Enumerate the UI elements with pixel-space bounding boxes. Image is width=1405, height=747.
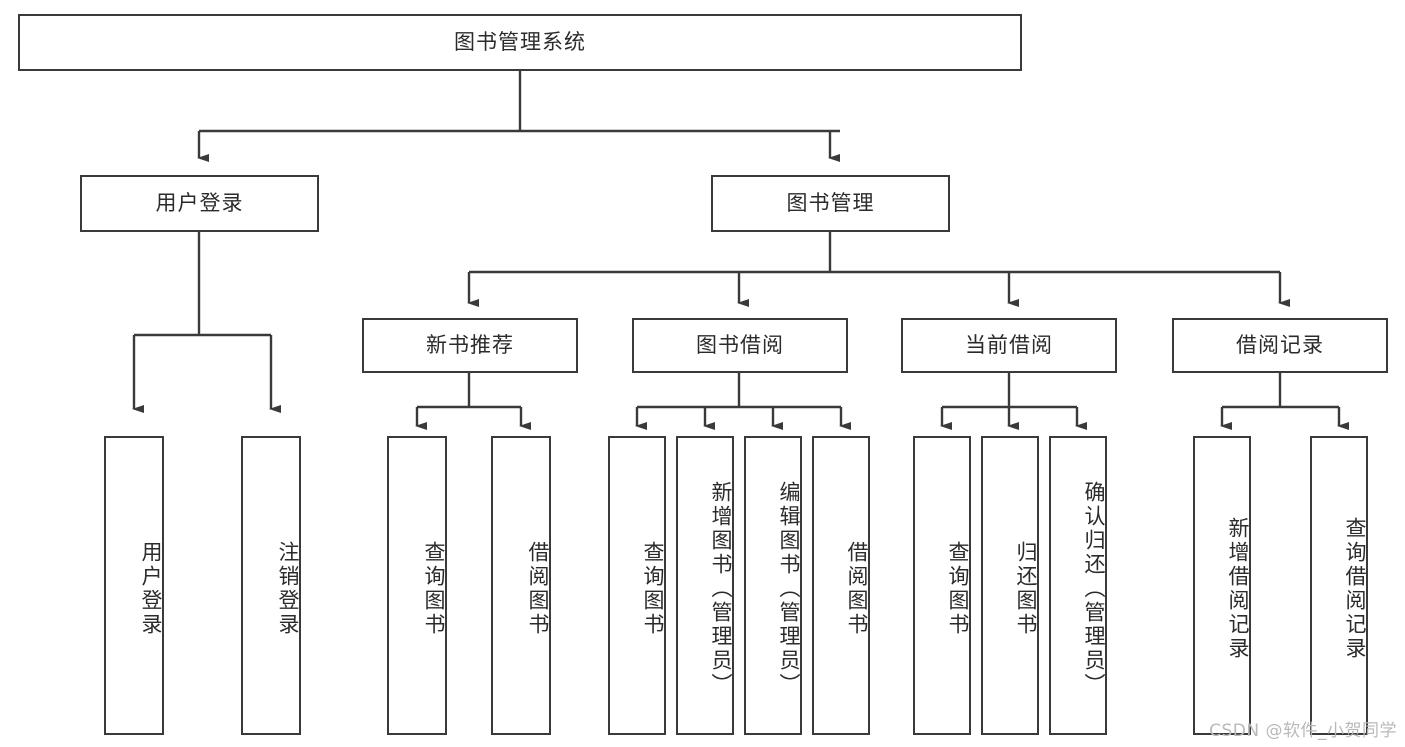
- leaf-label: 编辑图书（管理员）: [777, 480, 801, 697]
- leaf-current-query-book[interactable]: 查询图书: [913, 436, 971, 735]
- leaf-borrow-add-book[interactable]: 新增图书（管理员）: [676, 436, 734, 735]
- leaf-label: 新增借阅记录: [1226, 516, 1250, 661]
- csdn-watermark: CSDN @软件_小贺同学: [1209, 721, 1397, 741]
- node-new-book-recommend-label: 新书推荐: [426, 332, 514, 357]
- leaf-new-book-borrow[interactable]: 借阅图书: [491, 436, 551, 735]
- leaf-new-book-query[interactable]: 查询图书: [387, 436, 447, 735]
- node-book-management[interactable]: 图书管理: [711, 175, 950, 232]
- node-root-label: 图书管理系统: [454, 29, 586, 54]
- node-book-borrow-label: 图书借阅: [696, 332, 784, 357]
- leaf-label: 确认归还（管理员）: [1082, 480, 1106, 697]
- leaf-borrow-borrow-book[interactable]: 借阅图书: [812, 436, 870, 735]
- leaf-current-confirm-return[interactable]: 确认归还（管理员）: [1049, 436, 1107, 735]
- node-borrow-records-label: 借阅记录: [1236, 332, 1324, 357]
- node-user-login[interactable]: 用户登录: [80, 175, 319, 232]
- leaf-records-add-record[interactable]: 新增借阅记录: [1193, 436, 1251, 735]
- node-new-book-recommend[interactable]: 新书推荐: [362, 318, 578, 373]
- leaf-label: 查询借阅记录: [1343, 516, 1367, 661]
- node-user-login-label: 用户登录: [155, 190, 244, 215]
- leaf-label: 借阅图书: [526, 540, 550, 637]
- leaf-label: 新增图书（管理员）: [709, 480, 733, 697]
- leaf-current-return-book[interactable]: 归还图书: [981, 436, 1039, 735]
- leaf-label: 用户登录: [139, 540, 163, 637]
- node-root[interactable]: 图书管理系统: [18, 14, 1022, 71]
- leaf-borrow-edit-book[interactable]: 编辑图书（管理员）: [744, 436, 802, 735]
- leaf-borrow-query-book[interactable]: 查询图书: [608, 436, 666, 735]
- node-current-borrow[interactable]: 当前借阅: [901, 318, 1117, 373]
- leaf-records-query-record[interactable]: 查询借阅记录: [1310, 436, 1368, 735]
- leaf-label: 查询图书: [946, 540, 970, 637]
- leaf-label: 借阅图书: [845, 540, 869, 637]
- node-book-management-label: 图书管理: [786, 190, 875, 215]
- leaf-label: 查询图书: [641, 540, 665, 637]
- leaf-label: 查询图书: [422, 540, 446, 637]
- node-borrow-records[interactable]: 借阅记录: [1172, 318, 1388, 373]
- leaf-user-login-logout[interactable]: 注销登录: [241, 436, 301, 735]
- leaf-user-login-login[interactable]: 用户登录: [104, 436, 164, 735]
- leaf-label: 归还图书: [1014, 540, 1038, 637]
- node-book-borrow[interactable]: 图书借阅: [632, 318, 848, 373]
- leaf-label: 注销登录: [276, 540, 300, 637]
- node-current-borrow-label: 当前借阅: [965, 332, 1053, 357]
